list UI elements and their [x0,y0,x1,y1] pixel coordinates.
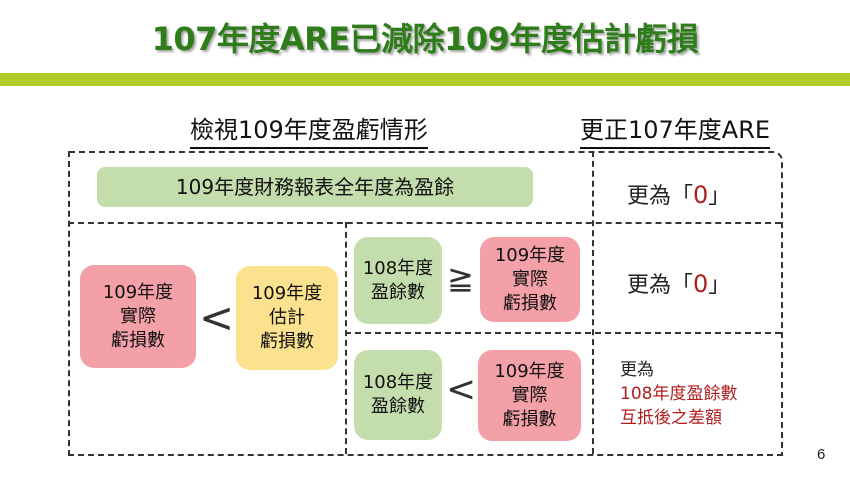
box-line: 109年度 [494,360,565,382]
box-actual-loss-top: 109年度 實際 虧損數 [480,237,580,322]
less-than-operator-bottom: < [446,369,477,410]
dashed-frame [68,151,783,456]
heading-left: 檢視109年度盈虧情形 [190,110,428,149]
row-divider-1 [68,222,781,224]
result-line: 互抵後之差額 [620,408,722,428]
heading-right: 更正107年度ARE [580,110,771,149]
banner-text: 109年度財務報表全年度為盈餘 [175,175,455,199]
box-surplus-108-bottom: 108年度 盈餘數 [354,350,442,440]
result-value: 0 [693,181,709,209]
result-suffix: 」 [708,184,731,209]
box-line: 盈餘數 [370,396,425,417]
title-underline-band [0,73,850,86]
box-line: 虧損數 [259,331,314,352]
less-than-operator-main: < [199,293,235,342]
result-line: 108年度盈餘數 [620,384,738,404]
box-line: 109年度 [251,283,323,304]
result-row1: 更為「0」 [627,178,730,210]
banner-full-year-surplus: 109年度財務報表全年度為盈餘 [97,167,533,207]
row-divider-2 [345,332,781,334]
box-line: 實際 [511,384,548,406]
result-line: 更為 [620,360,654,380]
box-line: 估計 [268,307,305,328]
result-row3: 更為 108年度盈餘數 互抵後之差額 [620,358,737,430]
slide-title: 107年度ARE已減除109年度估計虧損 [151,20,699,58]
page-number: 6 [817,446,826,463]
box-line: 108年度 [362,372,434,393]
column-divider [592,151,594,454]
box-line: 盈餘數 [370,281,425,303]
greater-equal-operator: ≧ [447,259,474,297]
box-line: 實際 [119,305,156,327]
box-estimated-loss: 109年度 估計 虧損數 [236,266,338,370]
box-line: 虧損數 [110,329,165,351]
result-row2: 更為「0」 [627,267,730,299]
box-line: 實際 [511,268,548,290]
box-actual-loss-bottom: 109年度 實際 虧損數 [478,350,581,441]
box-line: 109年度 [494,244,566,266]
box-line: 虧損數 [502,408,557,430]
box-line: 109年度 [102,281,174,303]
result-value: 0 [693,270,709,298]
box-line: 虧損數 [502,292,557,314]
box-actual-loss-main: 109年度 實際 虧損數 [80,265,196,368]
result-prefix: 更為「 [627,273,694,298]
box-surplus-108-top: 108年度 盈餘數 [354,237,442,324]
result-suffix: 」 [708,273,731,298]
result-prefix: 更為「 [627,184,694,209]
box-line: 108年度 [362,257,434,279]
inner-divider [345,222,347,454]
